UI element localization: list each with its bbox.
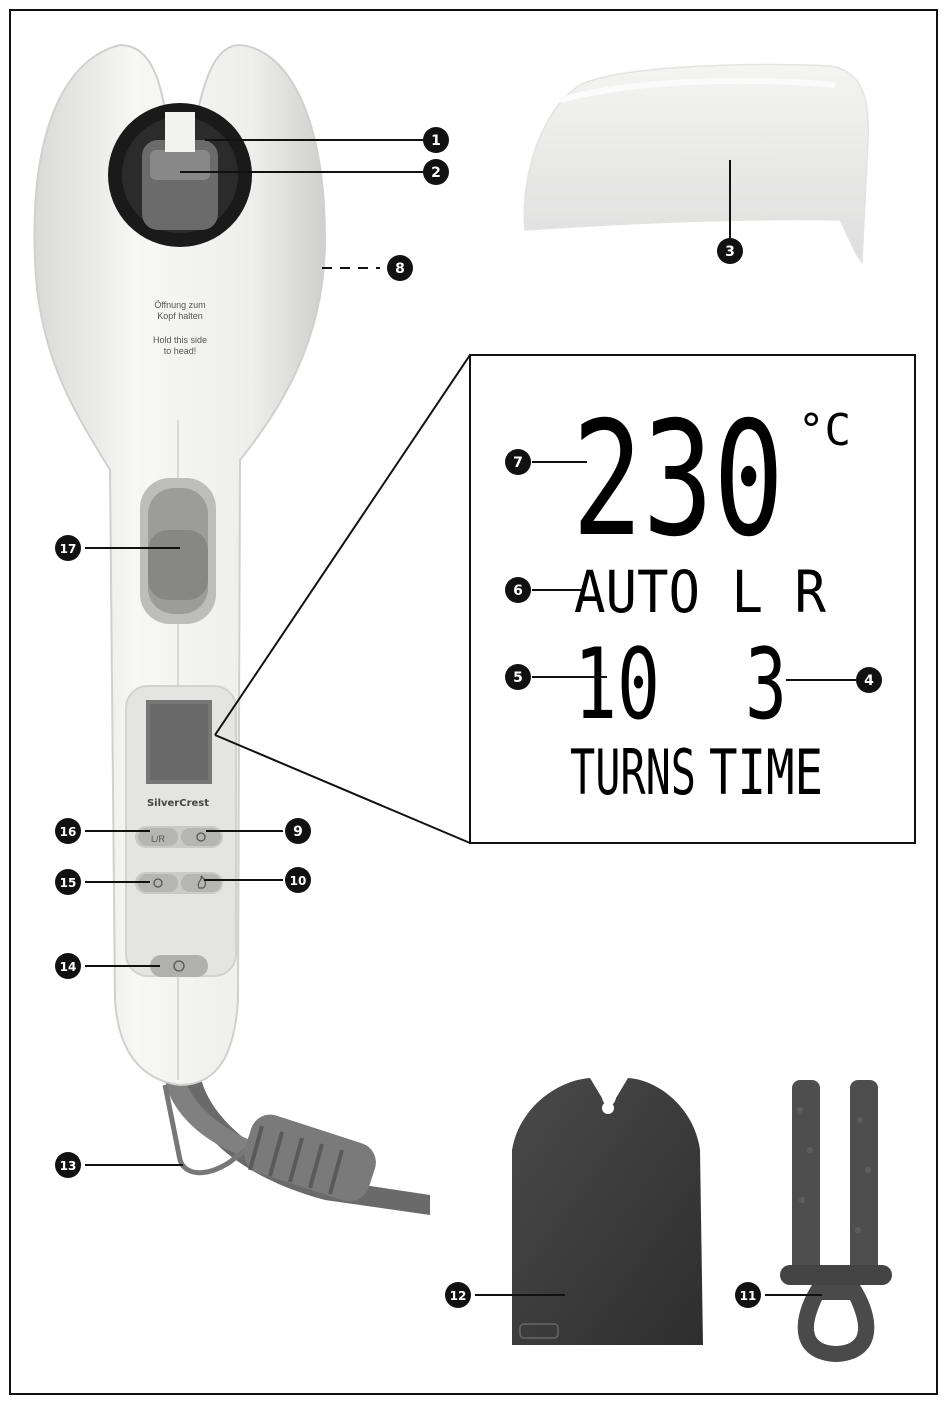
callout-13: 13 — [55, 1152, 81, 1178]
svg-text:1: 1 — [431, 133, 441, 149]
svg-text:5: 5 — [513, 670, 523, 686]
svg-text:3: 3 — [725, 244, 735, 260]
head-text-de-1: Öffnung zum — [154, 300, 205, 310]
callout-4: 4 — [856, 667, 882, 693]
display-turns-label: TURNS — [570, 736, 696, 809]
svg-text:11: 11 — [740, 1289, 757, 1303]
temperature-button[interactable] — [181, 874, 221, 892]
turns-button[interactable] — [181, 828, 221, 846]
callout-6: 6 — [505, 577, 531, 603]
display-unit: °C — [798, 405, 851, 456]
protective-cap — [523, 63, 869, 264]
hanging-loop — [162, 1084, 247, 1176]
svg-text:9: 9 — [293, 824, 303, 840]
display-turns-value: 10 — [574, 628, 660, 742]
rotate-icon — [196, 832, 206, 842]
callout-9: 9 — [285, 818, 311, 844]
svg-text:13: 13 — [60, 1159, 77, 1173]
leader-lines — [85, 139, 856, 1296]
callout-15: 15 — [55, 869, 81, 895]
direction-button[interactable] — [138, 828, 178, 846]
svg-text:2: 2 — [431, 165, 441, 181]
power-icon — [173, 960, 185, 972]
svg-text:8: 8 — [395, 261, 405, 277]
display-time-value: 3 — [745, 628, 787, 742]
callout-2: 2 — [423, 159, 449, 185]
head-text-en-1: Hold this side — [153, 335, 207, 345]
svg-text:14: 14 — [60, 960, 77, 974]
callout-10: 10 — [285, 867, 311, 893]
svg-text:15: 15 — [60, 876, 77, 890]
callout-3: 3 — [717, 238, 743, 264]
head-text-de-2: Kopf halten — [157, 311, 203, 321]
svg-text:12: 12 — [450, 1289, 467, 1303]
callout-11: 11 — [735, 1282, 761, 1308]
display-detail: 230 °C AUTO L R 10 3 TURNS TIME — [214, 354, 916, 844]
figure-frame — [9, 9, 938, 1395]
callout-1: 1 — [423, 127, 449, 153]
callout-8: 8 — [387, 255, 413, 281]
svg-text:17: 17 — [60, 542, 77, 556]
lr-icon: L/R — [151, 834, 166, 844]
display-mode-line: AUTO L R — [574, 558, 826, 626]
callout-16: 16 — [55, 818, 81, 844]
brand-logo: SilverCrest — [147, 798, 209, 809]
timer-icon — [153, 878, 163, 888]
svg-text:16: 16 — [60, 825, 77, 839]
display-time-label: TIME — [709, 736, 823, 809]
cable-sleeve — [165, 1078, 250, 1155]
svg-text:7: 7 — [513, 455, 523, 471]
svg-text:6: 6 — [513, 583, 523, 599]
callout-5: 5 — [505, 664, 531, 690]
cleaning-tool — [780, 1080, 892, 1362]
head-text-en-2: to head! — [164, 346, 197, 356]
svg-text:4: 4 — [864, 673, 874, 689]
display-temperature: 230 — [572, 388, 784, 572]
callout-12: 12 — [445, 1282, 471, 1308]
callout-14: 14 — [55, 953, 81, 979]
flame-icon — [197, 875, 207, 889]
power-button[interactable] — [150, 955, 208, 977]
time-button[interactable] — [138, 874, 178, 892]
svg-text:10: 10 — [290, 874, 307, 888]
callout-7: 7 — [505, 449, 531, 475]
hair-curler: Öffnung zum Kopf halten Hold this side t… — [33, 43, 430, 1215]
callout-17: 17 — [55, 535, 81, 561]
heat-protection-mat — [512, 1078, 703, 1345]
cable-strain-relief — [244, 1114, 376, 1202]
